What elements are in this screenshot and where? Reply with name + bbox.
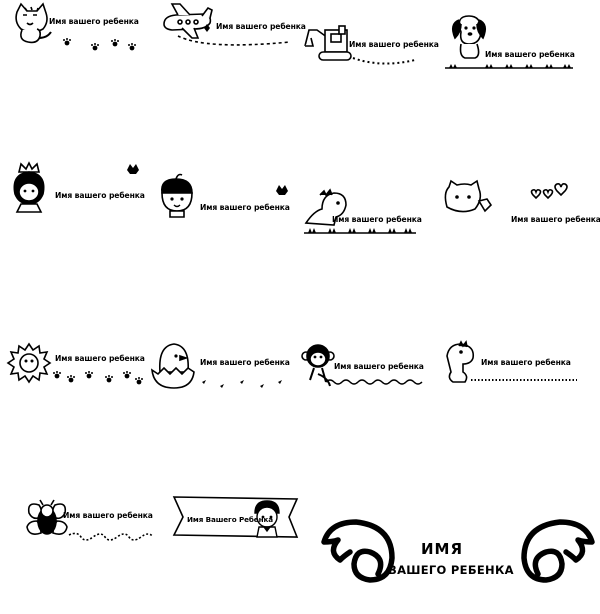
sticker-wings: ИМЯ ВАШЕГО РЕБЕНКА [316,512,600,614]
child-name-label: Имя вашего ребенка [485,50,575,59]
child-name-label: Имя вашего ребенка [481,358,571,367]
excavator-icon [304,25,416,65]
child-name-label: Имя вашего ребенка [200,358,290,367]
sticker-lion: Имя вашего ребенка [5,338,145,418]
child-name-label: Имя вашего ребенка [55,191,145,200]
sticker-excavator: Имя вашего ребенка [303,2,443,82]
child-name-line1: ИМЯ [421,540,464,558]
sticker-cat: Имя вашего ребенка [5,2,145,82]
child-name-label: Имя Вашего Ребенка [187,515,273,524]
monkey-icon [301,344,423,387]
sticker-airplane: Имя вашего ребенка [158,2,306,82]
child-name-label: Имя вашего ребенка [349,40,439,49]
sticker-chick: Имя вашего ребенка [150,338,290,418]
sticker-boy-crown: Имя вашего ребенка [150,165,290,245]
bee-icon [26,499,154,541]
wings-icon [321,519,595,583]
sticker-bee: Имя вашего ребенка [25,497,165,577]
puppy-icon [445,15,573,69]
ribbon-banner [172,496,299,538]
child-name-label: Имя вашего ребенка [332,215,422,224]
sticker-monkey: Имя вашего ребенка [300,338,440,418]
sticker-dragon: Имя вашего ребенка [441,338,581,418]
chick-icon [151,343,282,389]
sticker-dinosaur: Имя вашего ребенка [300,165,440,245]
airplane-icon [163,3,291,46]
sticker-puppy: Имя вашего ребенка [441,2,581,82]
child-name-label: Имя вашего ребенка [55,354,145,363]
child-name-label: Имя вашего ребенка [511,215,600,224]
cat-icon [15,2,136,51]
princess-icon [13,161,139,213]
child-name-label: Имя вашего ребенка [49,17,139,26]
dinosaur-icon [304,188,416,234]
kitty-icon [444,179,568,213]
sticker-princess: Имя вашего ребенка [5,160,145,240]
dragon-icon [446,340,577,383]
sticker-kitty-hearts: Имя вашего ребенка [441,165,600,245]
boy-icon [160,173,288,218]
child-name-line2: ВАШЕГО РЕБЕНКА [388,563,514,577]
child-name-label: Имя вашего ребенка [334,362,424,371]
child-name-label: Имя вашего ребенка [200,203,290,212]
child-name-label: Имя вашего ребенка [63,511,153,520]
child-name-label: Имя вашего ребенка [216,22,306,31]
lion-icon [6,342,143,385]
sticker-boy-banner: Имя Вашего Ребенка [172,495,301,555]
